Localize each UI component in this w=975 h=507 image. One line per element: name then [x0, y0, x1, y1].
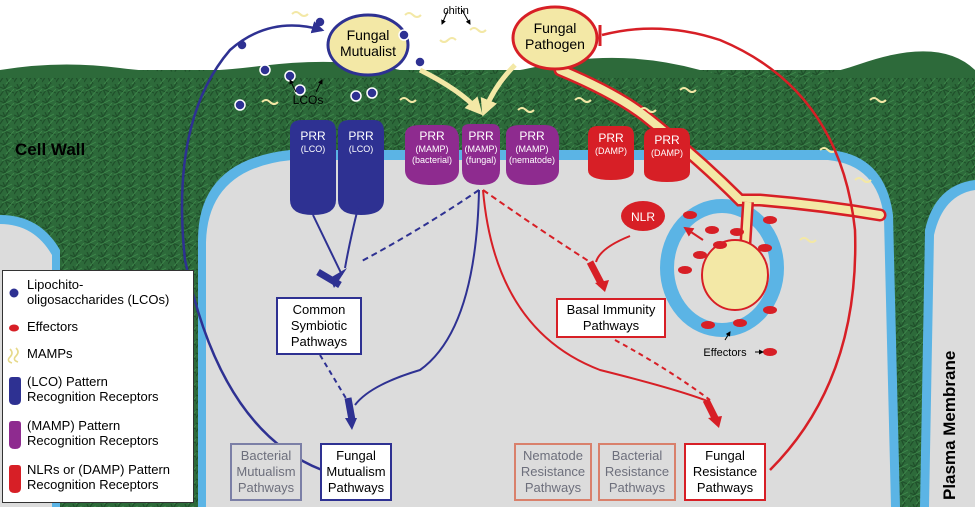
damp-receptor-icon: [9, 465, 21, 493]
prr-label: PRR: [519, 129, 545, 143]
prr-sublabel: (LCO): [349, 144, 374, 154]
lcos-label: LCOs: [293, 93, 324, 107]
prr-sublabel: (DAMP): [595, 146, 627, 156]
common-symbiotic-pathways: Common Symbiotic Pathways: [276, 297, 362, 355]
lco-receptor-icon: [9, 377, 21, 405]
prr-label: PRR: [598, 131, 624, 145]
prr-lco-1: [290, 120, 336, 215]
prr-damp-1: [588, 126, 634, 180]
basal-immunity-label: Basal Immunity Pathways: [566, 302, 656, 333]
lco-dot-icon: [9, 288, 19, 298]
legend-label-effectors: Effectors: [27, 319, 79, 334]
basal-immunity-pathways: Basal Immunity Pathways: [556, 298, 666, 338]
fungal-mutualist: [326, 13, 410, 77]
mamp-receptor-icon: [9, 421, 21, 449]
prr-label: PRR: [348, 129, 374, 143]
haustorium-body: [701, 239, 769, 311]
mamp-icon: [7, 347, 19, 364]
effector-icon: [9, 324, 19, 332]
haustorium-membrane: [660, 199, 784, 337]
legend-label-mamp-prr: (MAMP) Pattern Recognition Receptors: [27, 418, 159, 448]
legend-label-lco-prr: (LCO) Pattern Recognition Receptors: [27, 374, 159, 404]
prr-mamp-fungal: [462, 124, 500, 185]
prr-sublabel: (MAMP): [465, 144, 498, 154]
fungal-mutualism-label: Fungal Mutualism Pathways: [326, 448, 386, 495]
plasma-membrane-label: Plasma Membrane: [940, 351, 959, 500]
prr-label: PRR: [468, 129, 494, 143]
prr-label: PRR: [300, 129, 326, 143]
legend-label-lco: Lipochito- oligosaccharides (LCOs): [27, 277, 170, 307]
legend-item-mamp-prr: (MAMP) Pattern Recognition Receptors: [3, 418, 193, 452]
nlr: [621, 201, 665, 231]
prr-sublabel: (LCO): [301, 144, 326, 154]
prr-sublabel: (DAMP): [651, 148, 683, 158]
prr-lco-2: [338, 120, 384, 215]
lco-dots: [234, 16, 426, 111]
bacterial-mutualism-label: Bacterial Mutualism Pathways: [236, 448, 296, 495]
bacterial-mutualism-pathways: Bacterial Mutualism Pathways: [230, 443, 302, 501]
prr-sublabel: (fungal): [466, 155, 497, 165]
fungal-pathogen: [511, 5, 599, 71]
prr-mamp-nematode: [506, 125, 559, 185]
nematode-resistance-label: Nematode Resistance Pathways: [520, 448, 586, 495]
cell-wall-label: Cell Wall: [15, 140, 85, 159]
legend-item-damp-prr: NLRs or (DAMP) Pattern Recognition Recep…: [3, 462, 193, 496]
fungal-resistance-pathways: Fungal Resistance Pathways: [684, 443, 766, 501]
prr-mamp-bacterial: [405, 125, 459, 185]
legend-item-lco-prr: (LCO) Pattern Recognition Receptors: [3, 374, 193, 408]
fungal-resistance-label: Fungal Resistance Pathways: [692, 448, 758, 495]
effectors-label: Effectors: [703, 347, 747, 359]
legend: Lipochito- oligosaccharides (LCOs) Effec…: [2, 270, 194, 503]
chitin-label: chitin: [443, 5, 469, 17]
bacterial-resistance-label: Bacterial Resistance Pathways: [604, 448, 670, 495]
legend-label-mamps: MAMPs: [27, 346, 73, 361]
fungal-mutualism-pathways: Fungal Mutualism Pathways: [320, 443, 392, 501]
prr-sublabel: (nematode): [509, 155, 555, 165]
legend-label-damp-prr: NLRs or (DAMP) Pattern Recognition Recep…: [27, 462, 171, 492]
legend-item-mamps: MAMPs: [3, 346, 193, 364]
bacterial-resistance-pathways: Bacterial Resistance Pathways: [598, 443, 676, 501]
common-symbiotic-label: Common Symbiotic Pathways: [290, 302, 348, 349]
effector-ovals: [678, 211, 777, 356]
prr-label: PRR: [419, 129, 445, 143]
prr-label: PRR: [654, 133, 680, 147]
prr-sublabel: (MAMP): [516, 144, 549, 154]
legend-item-lco: Lipochito- oligosaccharides (LCOs): [3, 277, 193, 309]
prr-sublabel: (MAMP): [416, 144, 449, 154]
legend-item-effectors: Effectors: [3, 319, 193, 337]
prr-damp-2: [644, 128, 690, 182]
mamp-squiggles: [261, 11, 887, 243]
prr-sublabel: (bacterial): [412, 155, 452, 165]
nematode-resistance-pathways: Nematode Resistance Pathways: [514, 443, 592, 501]
nlr-label: NLR: [631, 210, 655, 224]
